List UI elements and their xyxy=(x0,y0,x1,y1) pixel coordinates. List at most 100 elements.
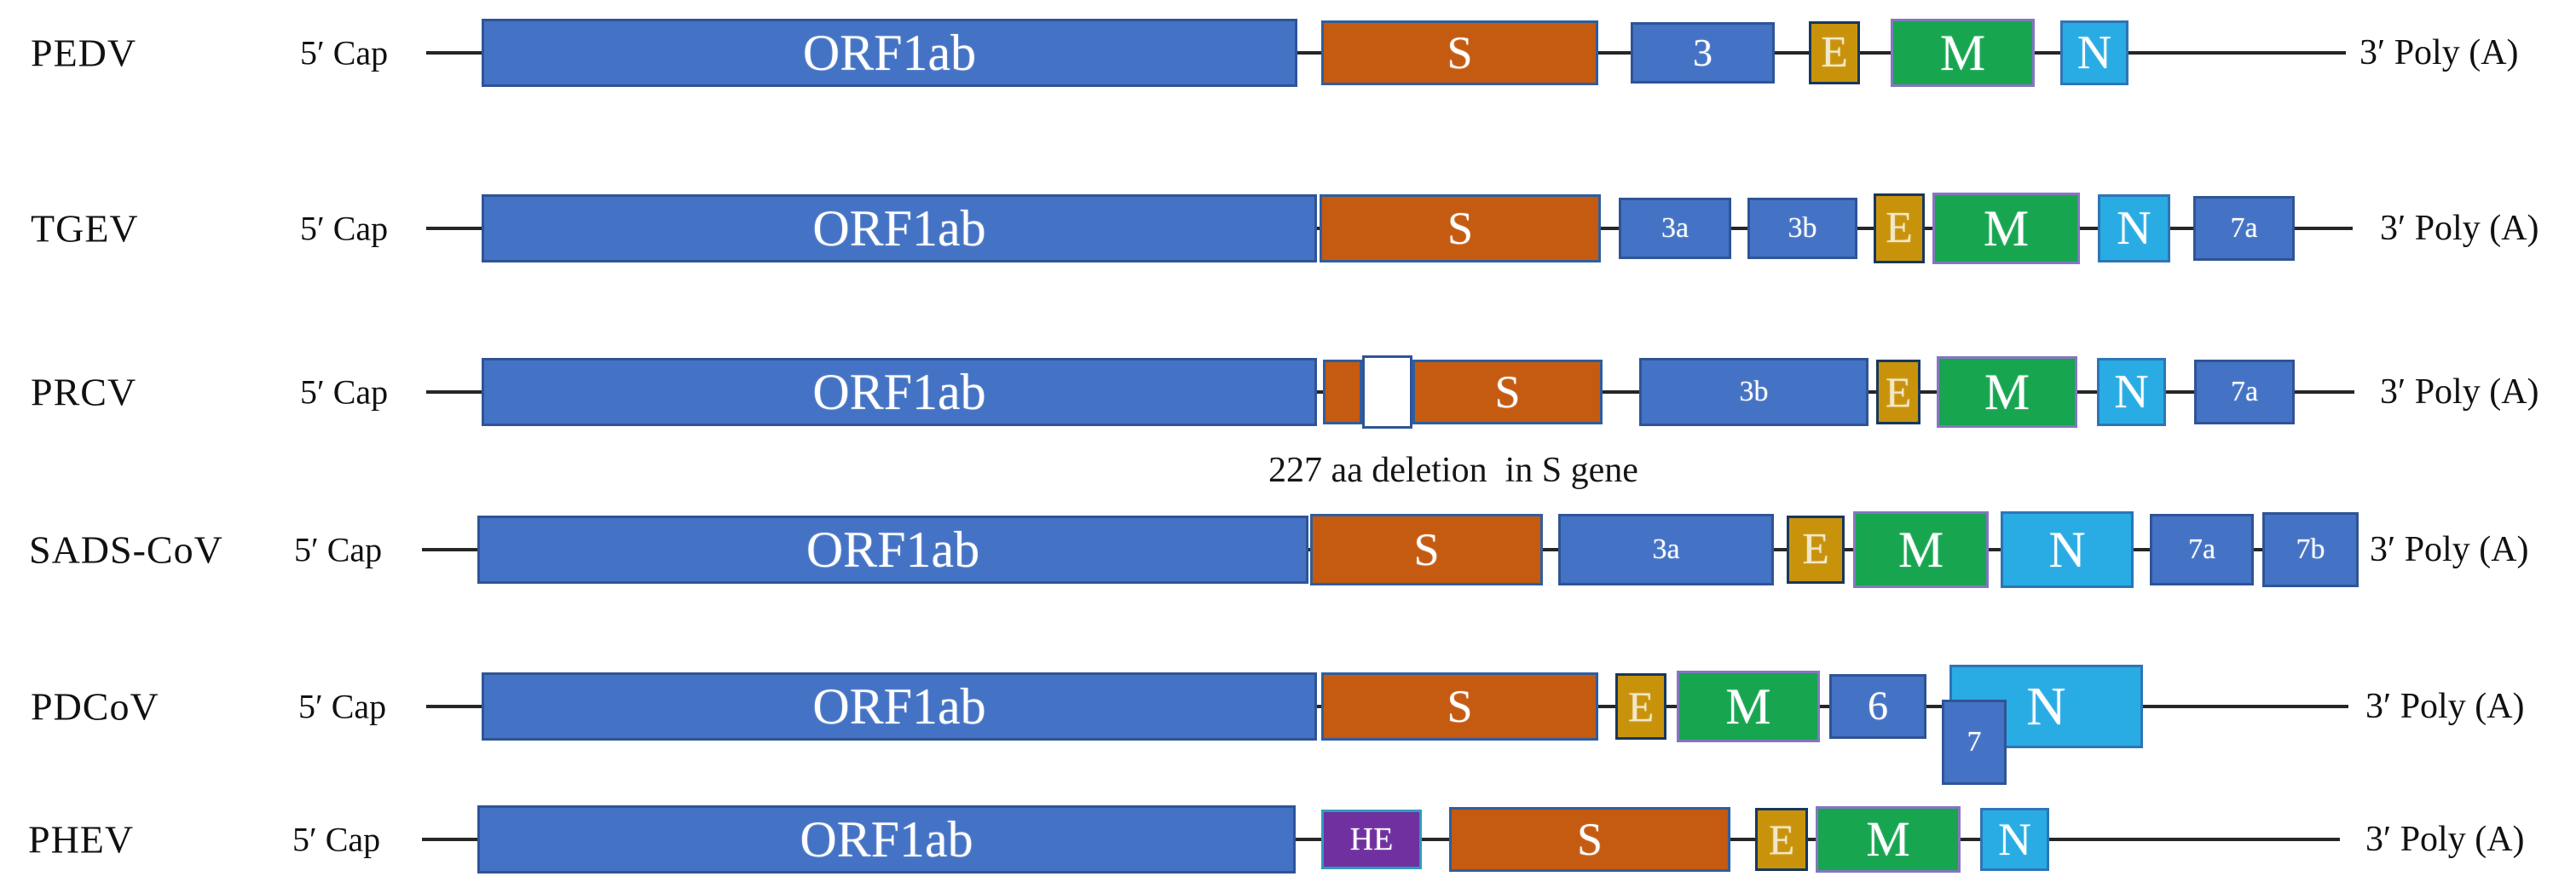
gene-label-s: S xyxy=(1447,27,1473,78)
virus-name-pdcov: PDCoV xyxy=(31,684,159,729)
three-prime-polya-label: 3′ Poly (A) xyxy=(2359,33,2519,72)
gene-box-deletion-1 xyxy=(1323,360,1362,424)
gene-box-7a: 7a xyxy=(2193,196,2295,261)
gene-box-3a: 3a xyxy=(1558,514,1774,585)
gene-label-e: E xyxy=(1627,683,1655,730)
gene-box-he: HE xyxy=(1321,810,1422,869)
gene-label-3b: 3b xyxy=(1739,376,1769,407)
gene-box-7: 7 xyxy=(1942,700,2007,785)
gene-box-s: S xyxy=(1321,20,1598,85)
gene-label-s: S xyxy=(1447,681,1473,732)
five-prime-cap-label: 5′ Cap xyxy=(300,33,389,72)
three-prime-polya-label: 3′ Poly (A) xyxy=(2365,687,2525,726)
five-prime-cap-label: 5′ Cap xyxy=(298,687,387,726)
gene-box-orf1ab: ORF1ab xyxy=(482,358,1317,426)
gene-box-e: E xyxy=(1876,360,1920,424)
gene-box-m: M xyxy=(1937,356,2077,428)
three-prime-polya-label: 3′ Poly (A) xyxy=(2380,209,2539,248)
three-prime-polya-label: 3′ Poly (A) xyxy=(2365,820,2525,859)
five-prime-cap-label: 5′ Cap xyxy=(292,820,381,859)
gene-box-n: N xyxy=(2060,20,2128,85)
gene-label-3a: 3a xyxy=(1661,212,1689,244)
gene-label-e: E xyxy=(1802,525,1829,574)
gene-box-deletion-2 xyxy=(1362,355,1412,429)
gene-label-n: N xyxy=(2117,202,2151,255)
gene-label-m: M xyxy=(1983,200,2030,257)
gene-label-orf1ab: ORF1ab xyxy=(802,25,977,81)
gene-label-7b: 7b xyxy=(2296,533,2325,565)
gene-box-7a: 7a xyxy=(2150,514,2254,585)
virus-name-tgev: TGEV xyxy=(31,206,139,251)
gene-box-n: N xyxy=(2098,194,2170,262)
gene-box-orf1ab: ORF1ab xyxy=(477,805,1296,874)
gene-label-7a: 7a xyxy=(2187,533,2216,565)
gene-box-s: S xyxy=(1321,672,1598,741)
gene-box-orf1ab: ORF1ab xyxy=(477,516,1308,584)
gene-box-e: E xyxy=(1874,193,1925,263)
gene-box-m: M xyxy=(1816,806,1961,873)
gene-label-n: N xyxy=(2076,26,2112,79)
gene-label-7: 7 xyxy=(1967,726,1982,758)
gene-label-m: M xyxy=(1725,678,1771,735)
gene-label-orf1ab: ORF1ab xyxy=(812,678,986,735)
gene-box-n: N xyxy=(2097,358,2166,426)
gene-box-m: M xyxy=(1853,511,1989,588)
gene-label-3b: 3b xyxy=(1788,212,1817,244)
gene-label-s: S xyxy=(1576,814,1603,865)
gene-label-orf1ab: ORF1ab xyxy=(812,200,986,257)
gene-label-s: S xyxy=(1447,203,1474,254)
gene-label-6: 6 xyxy=(1868,683,1888,729)
gene-label-e: E xyxy=(1885,368,1912,416)
five-prime-cap-label: 5′ Cap xyxy=(300,209,389,248)
gene-label-m: M xyxy=(1939,25,1986,81)
five-prime-cap-label: 5′ Cap xyxy=(300,372,389,412)
three-prime-polya-label: 3′ Poly (A) xyxy=(2370,530,2529,569)
gene-label-7a: 7a xyxy=(2230,376,2259,407)
gene-label-n: N xyxy=(1998,814,2031,865)
gene-label-3a: 3a xyxy=(1652,533,1680,565)
gene-box-3b: 3b xyxy=(1639,358,1868,426)
gene-box-3: 3 xyxy=(1631,22,1775,84)
virus-name-sads-cov: SADS-CoV xyxy=(29,528,223,572)
gene-box-e: E xyxy=(1615,673,1666,740)
gene-label-e: E xyxy=(1768,816,1795,863)
gene-box-e: E xyxy=(1755,808,1808,871)
gene-box-n: N xyxy=(1980,808,2049,871)
gene-box-6: 6 xyxy=(1829,674,1926,739)
gene-box-n: N xyxy=(2001,511,2134,588)
gene-label-s: S xyxy=(1494,366,1521,418)
gene-box-3a: 3a xyxy=(1619,198,1731,259)
gene-label-n: N xyxy=(2048,522,2086,578)
gene-label-s: S xyxy=(1413,524,1440,575)
gene-box-m: M xyxy=(1891,19,2035,87)
gene-label-orf1ab: ORF1ab xyxy=(812,364,986,420)
gene-box-s: S xyxy=(1320,194,1601,262)
gene-label-m: M xyxy=(1897,522,1944,578)
gene-label-e: E xyxy=(1821,28,1848,77)
virus-name-prcv: PRCV xyxy=(31,370,137,414)
gene-label-e: E xyxy=(1886,204,1913,252)
five-prime-cap-label: 5′ Cap xyxy=(294,530,383,569)
gene-box-7b: 7b xyxy=(2262,512,2359,587)
gene-label-n: N xyxy=(2114,366,2149,418)
gene-label-3: 3 xyxy=(1693,31,1713,74)
gene-label-7a: 7a xyxy=(2230,212,2258,244)
gene-box-orf1ab: ORF1ab xyxy=(482,672,1317,741)
gene-box-m: M xyxy=(1932,193,2080,264)
gene-label-orf1ab: ORF1ab xyxy=(800,811,973,868)
gene-label-m: M xyxy=(1866,811,1910,867)
gene-label-orf1ab: ORF1ab xyxy=(806,522,980,578)
gene-box-s: S xyxy=(1449,807,1730,872)
gene-box-orf1ab: ORF1ab xyxy=(482,194,1317,262)
gene-label-he: HE xyxy=(1349,822,1394,857)
gene-box-3b: 3b xyxy=(1747,198,1857,259)
three-prime-polya-label: 3′ Poly (A) xyxy=(2380,372,2539,412)
gene-label-m: M xyxy=(1984,364,2030,420)
gene-box-m: M xyxy=(1677,671,1820,742)
virus-name-phev: PHEV xyxy=(28,817,135,862)
gene-box-s: S xyxy=(1412,360,1603,424)
gene-box-e: E xyxy=(1787,516,1845,584)
gene-label-n: N xyxy=(2026,676,2066,736)
gene-box-orf1ab: ORF1ab xyxy=(482,19,1297,87)
